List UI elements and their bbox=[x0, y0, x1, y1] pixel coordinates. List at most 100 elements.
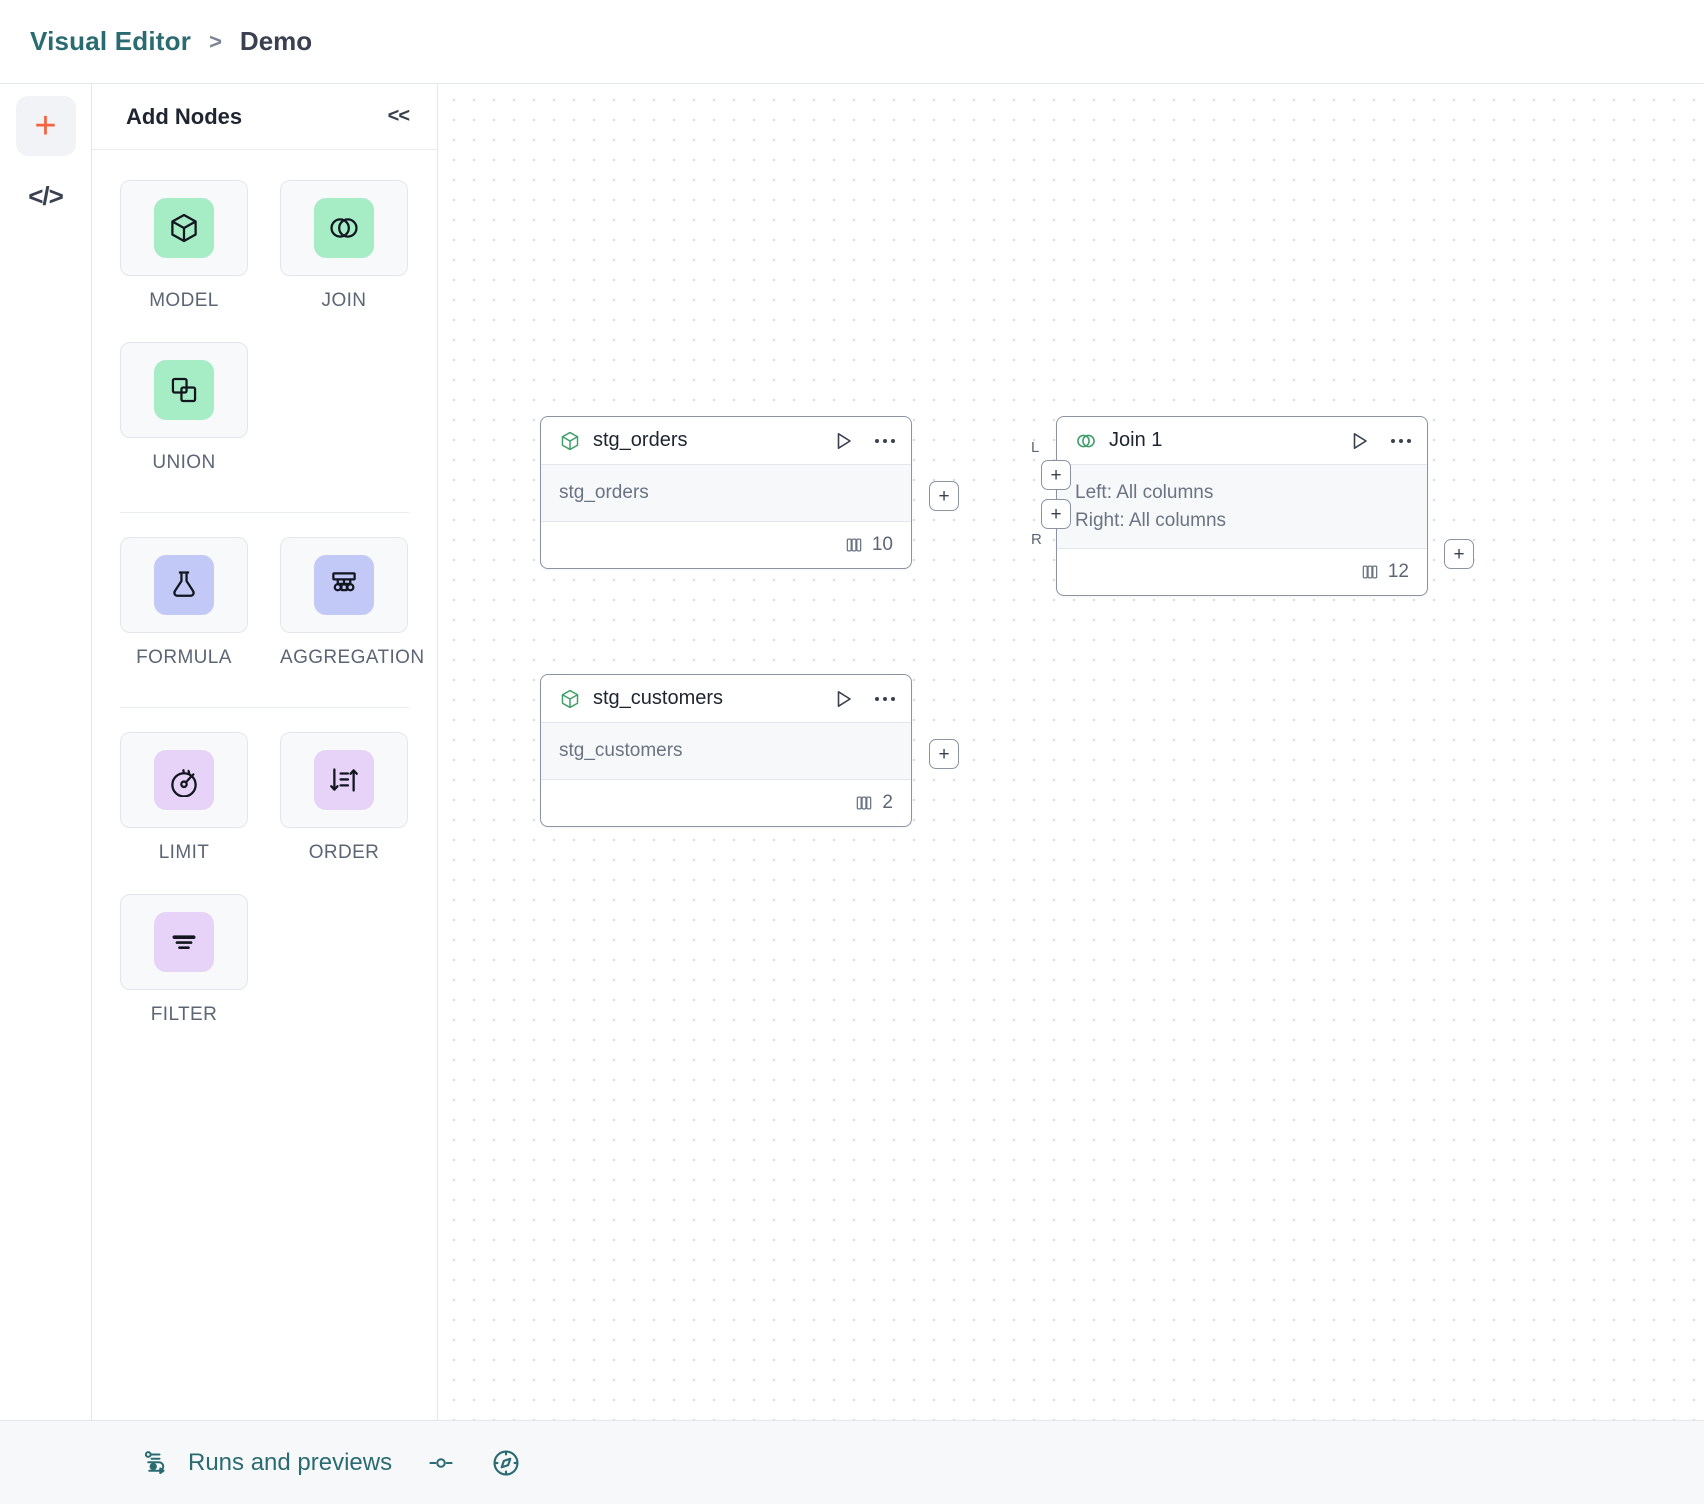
hierarchy-icon bbox=[314, 555, 374, 615]
sort-icon bbox=[314, 750, 374, 810]
node-group-sources: MODEL JOIN bbox=[120, 180, 409, 504]
add-nodes-panel: Add Nodes << bbox=[92, 84, 438, 1420]
palette-tile-aggregation[interactable] bbox=[280, 537, 408, 633]
node-header: Join 1 bbox=[1057, 417, 1427, 465]
node-join-columns: Left: All columns Right: All columns bbox=[1057, 465, 1427, 550]
palette-tile-filter[interactable] bbox=[120, 894, 248, 990]
column-count: 2 bbox=[882, 791, 893, 813]
flow-run-icon bbox=[140, 1448, 170, 1478]
bottom-toolbar: Runs and previews bbox=[0, 1420, 1704, 1504]
node-header-actions bbox=[831, 687, 897, 711]
node-title: stg_orders bbox=[593, 429, 688, 451]
palette-item-limit: LIMIT bbox=[120, 732, 248, 886]
cube-icon bbox=[559, 430, 581, 452]
output-port-join-1[interactable]: + bbox=[1444, 539, 1474, 569]
input-port-right-label: R bbox=[1031, 531, 1043, 548]
left-icon-rail: + </> bbox=[0, 84, 92, 1420]
palette-label-formula: FORMULA bbox=[136, 647, 232, 668]
runs-and-previews-button[interactable]: Runs and previews bbox=[140, 1448, 392, 1478]
node-footer: 2 bbox=[541, 780, 911, 826]
join-right-columns: Right: All columns bbox=[1075, 509, 1227, 531]
play-icon[interactable] bbox=[831, 429, 855, 453]
filter-icon bbox=[154, 912, 214, 972]
palette-item-formula: FORMULA bbox=[120, 537, 248, 691]
palette-item-join: JOIN bbox=[280, 180, 408, 334]
palette-item-model: MODEL bbox=[120, 180, 248, 334]
node-group-refine: LIMIT ORDER bbox=[120, 732, 409, 1056]
code-view-rail-button[interactable]: </> bbox=[16, 166, 76, 226]
palette-tile-union[interactable] bbox=[120, 342, 248, 438]
palette-item-aggregation: AGGREGATION bbox=[280, 537, 425, 691]
node-header-actions bbox=[831, 429, 897, 453]
columns-icon bbox=[844, 535, 864, 555]
node-stg-customers[interactable]: stg_customers s bbox=[540, 674, 959, 827]
output-port-stg-customers[interactable]: + bbox=[929, 739, 959, 769]
input-port-left-label: L bbox=[1031, 439, 1040, 456]
input-port-right[interactable]: + bbox=[1041, 499, 1071, 529]
palette-label-aggregation: AGGREGATION bbox=[280, 647, 425, 668]
flask-icon bbox=[154, 555, 214, 615]
node-header-actions bbox=[1347, 429, 1413, 453]
compass-icon[interactable] bbox=[490, 1447, 522, 1479]
code-icon: </> bbox=[28, 180, 64, 211]
add-nodes-panel-header: Add Nodes << bbox=[92, 84, 437, 150]
palette-item-order: ORDER bbox=[280, 732, 408, 886]
column-count: 12 bbox=[1387, 561, 1409, 583]
node-footer: 12 bbox=[1057, 549, 1427, 595]
breadcrumb-separator: > bbox=[209, 28, 222, 54]
output-port-stg-orders[interactable]: + bbox=[929, 481, 959, 511]
venn-circles-icon bbox=[314, 198, 374, 258]
columns-icon bbox=[854, 793, 874, 813]
play-icon[interactable] bbox=[831, 687, 855, 711]
node-subtitle: stg_customers bbox=[541, 723, 911, 780]
node-footer: 10 bbox=[541, 522, 911, 568]
palette-label-filter: FILTER bbox=[150, 1004, 218, 1025]
breadcrumb-root[interactable]: Visual Editor bbox=[30, 26, 192, 56]
add-node-rail-button[interactable]: + bbox=[15, 96, 76, 156]
palette-tile-limit[interactable] bbox=[120, 732, 248, 828]
slider-toggle-icon[interactable] bbox=[426, 1448, 456, 1478]
node-subtitle: stg_orders bbox=[541, 465, 911, 522]
input-port-left[interactable]: + bbox=[1041, 460, 1071, 490]
node-join-1[interactable]: Join 1 bbox=[1031, 416, 1474, 597]
runs-and-previews-label: Runs and previews bbox=[188, 1448, 393, 1476]
gauge-icon bbox=[154, 750, 214, 810]
palette-label-limit: LIMIT bbox=[158, 842, 210, 863]
palette-item-filter: FILTER bbox=[120, 894, 248, 1048]
palette-tile-join[interactable] bbox=[280, 180, 408, 276]
play-icon[interactable] bbox=[1347, 429, 1371, 453]
palette-divider-1 bbox=[120, 512, 409, 513]
palette-label-order: ORDER bbox=[308, 842, 380, 863]
palette-label-join: JOIN bbox=[321, 290, 367, 311]
collapse-panel-button[interactable]: << bbox=[387, 105, 410, 127]
node-stg-orders[interactable]: stg_orders stg_ bbox=[540, 416, 959, 569]
cube-icon bbox=[559, 688, 581, 710]
flow-canvas[interactable]: stg_orders stg_ bbox=[438, 84, 1704, 1420]
more-options-icon[interactable] bbox=[873, 694, 897, 704]
more-options-icon[interactable] bbox=[873, 436, 897, 446]
edge-layer bbox=[438, 84, 738, 234]
plus-icon: + bbox=[34, 105, 57, 147]
palette-tile-model[interactable] bbox=[120, 180, 248, 276]
panel-title: Add Nodes bbox=[126, 103, 243, 129]
more-options-icon[interactable] bbox=[1389, 436, 1413, 446]
columns-icon bbox=[1360, 562, 1380, 582]
app-header: Visual Editor > Demo bbox=[0, 0, 1704, 84]
add-nodes-list: MODEL JOIN bbox=[92, 150, 437, 1056]
venn-circles-icon bbox=[1075, 430, 1097, 452]
node-title: Join 1 bbox=[1109, 429, 1163, 451]
palette-tile-formula[interactable] bbox=[120, 537, 248, 633]
overlapping-squares-icon bbox=[154, 360, 214, 420]
palette-item-union: UNION bbox=[120, 342, 248, 496]
palette-divider-2 bbox=[120, 707, 409, 708]
breadcrumb-leaf[interactable]: Demo bbox=[239, 26, 313, 56]
palette-tile-order[interactable] bbox=[280, 732, 408, 828]
node-header: stg_orders bbox=[541, 417, 911, 465]
node-group-transforms: FORMULA bbox=[120, 537, 425, 699]
palette-label-union: UNION bbox=[152, 452, 216, 473]
cube-icon bbox=[154, 198, 214, 258]
join-left-columns: Left: All columns bbox=[1075, 482, 1214, 503]
palette-label-model: MODEL bbox=[149, 290, 219, 311]
app-body: + </> Add Nodes << bbox=[0, 84, 1704, 1420]
